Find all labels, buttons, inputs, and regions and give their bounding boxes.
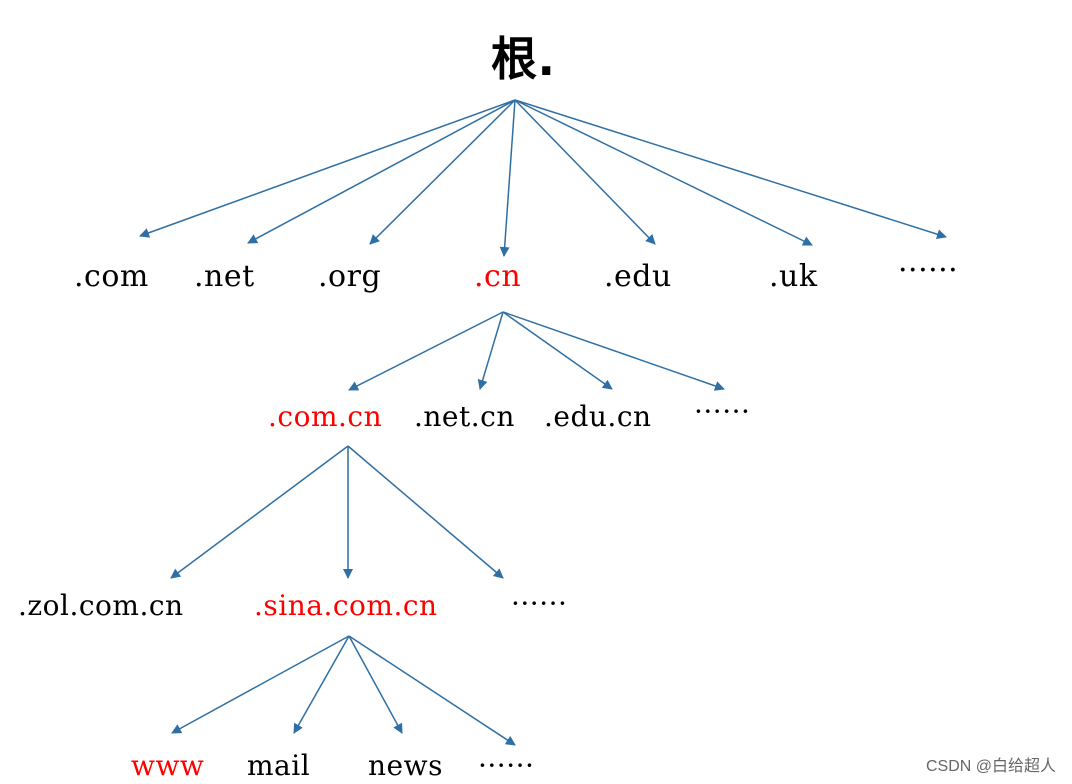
arrow-root-more [514, 99, 947, 240]
tld-ellipsis: ······ [898, 253, 959, 288]
arrow-root-edu [514, 99, 656, 245]
domain-ellipsis: ······ [511, 587, 568, 620]
arrow-comcn-more [347, 445, 504, 579]
tld-net: .net [194, 259, 255, 294]
sld-com-cn: .com.cn [268, 400, 383, 433]
domain-sina-com-cn: .sina.com.cn [254, 589, 438, 622]
tld-edu: .edu [604, 259, 672, 294]
sld-edu-cn: .edu.cn [544, 400, 652, 433]
arrow-sina-more [348, 635, 516, 746]
arrow-root-net [247, 99, 516, 244]
host-mail: mail [247, 749, 311, 782]
arrow-sina-news [348, 635, 403, 734]
arrow-root-com [139, 99, 516, 238]
sld-net-cn: .net.cn [414, 400, 515, 433]
arrow-cn-comcn [348, 311, 504, 391]
tld-com: .com [74, 259, 149, 294]
sld-ellipsis: ······ [694, 395, 751, 428]
host-ellipsis: ······ [478, 749, 535, 782]
host-news: news [368, 749, 443, 782]
arrow-sina-mail [293, 635, 350, 734]
arrow-root-cn [499, 99, 516, 257]
arrow-comcn-zol [170, 445, 349, 579]
arrow-cn-netcn [477, 311, 504, 390]
arrow-root-uk [514, 99, 813, 246]
arrow-sina-www [171, 635, 350, 734]
arrow-cn-educn [502, 311, 613, 390]
root-node: 根. [491, 32, 556, 86]
host-www: www [131, 749, 205, 782]
tld-cn: .cn [474, 259, 522, 294]
watermark: CSDN @白给超人 [925, 758, 1056, 775]
tld-uk: .uk [769, 259, 818, 294]
domain-zol-com-cn: .zol.com.cn [18, 589, 184, 622]
arrow-root-org [369, 99, 516, 245]
tld-org: .org [318, 259, 382, 294]
arrow-cn-more [502, 311, 725, 391]
